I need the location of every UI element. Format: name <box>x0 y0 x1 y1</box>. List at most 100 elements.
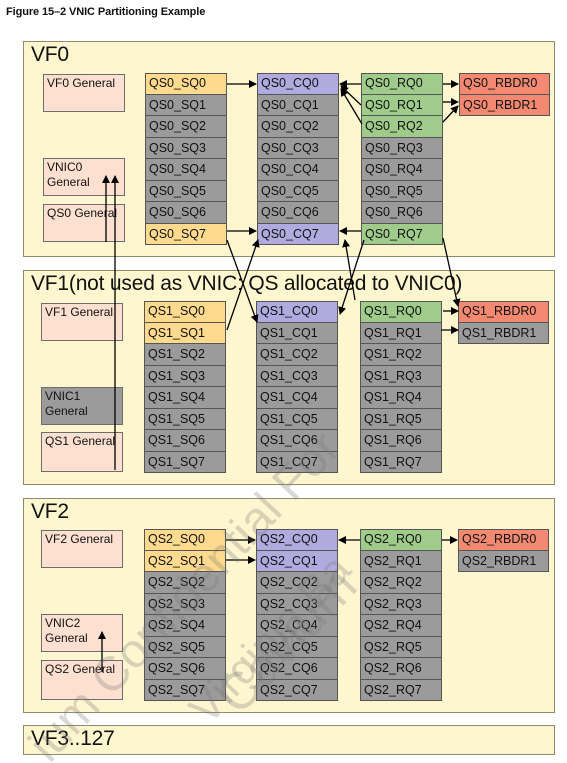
qs1-rq1: QS1_RQ1 <box>360 322 442 344</box>
vf1-sq-column: QS1_SQ0 QS1_SQ1 QS1_SQ2 QS1_SQ3 QS1_SQ4 … <box>144 301 226 473</box>
qs1-rq4: QS1_RQ4 <box>360 387 442 409</box>
vf2-sq-column: QS2_SQ0 QS2_SQ1 QS2_SQ2 QS2_SQ3 QS2_SQ4 … <box>144 529 226 701</box>
qs2-cq5: QS2_CQ5 <box>256 636 338 658</box>
qs0-rq1: QS0_RQ1 <box>361 94 443 116</box>
vf1-general-box: VF1 General <box>41 303 123 341</box>
qs1-cq4: QS1_CQ4 <box>256 387 338 409</box>
vf0-sq-column: QS0_SQ0 QS0_SQ1 QS0_SQ2 QS0_SQ3 QS0_SQ4 … <box>145 73 227 245</box>
vf0-title: VF0 <box>31 43 69 66</box>
qs0-rq5: QS0_RQ5 <box>361 180 443 202</box>
qs1-cq6: QS1_CQ6 <box>256 430 338 452</box>
qs0-cq1: QS0_CQ1 <box>257 94 339 116</box>
vf2-rbdr-column: QS2_RBDR0 QS2_RBDR1 <box>458 529 549 572</box>
vf0-rbdr-column: QS0_RBDR0 QS0_RBDR1 <box>459 73 550 116</box>
qs0-cq4: QS0_CQ4 <box>257 159 339 181</box>
qs0-sq4: QS0_SQ4 <box>145 159 227 181</box>
qs0-rq0: QS0_RQ0 <box>361 73 443 95</box>
vnic0-general-box: VNIC0 General <box>43 158 125 196</box>
qs0-sq0: QS0_SQ0 <box>145 73 227 95</box>
qs2-rq5: QS2_RQ5 <box>360 636 442 658</box>
vf2-cq-column: QS2_CQ0 QS2_CQ1 QS2_CQ2 QS2_CQ3 QS2_CQ4 … <box>256 529 338 701</box>
qs0-rq3: QS0_RQ3 <box>361 137 443 159</box>
qs1-cq3: QS1_CQ3 <box>256 365 338 387</box>
qs0-cq3: QS0_CQ3 <box>257 137 339 159</box>
qs0-rbdr0: QS0_RBDR0 <box>459 73 550 95</box>
vf2-title: VF2 <box>31 500 69 523</box>
qs1-sq4: QS1_SQ4 <box>144 387 226 409</box>
qs2-cq4: QS2_CQ4 <box>256 615 338 637</box>
qs0-sq7: QS0_SQ7 <box>145 223 227 245</box>
qs2-rbdr0: QS2_RBDR0 <box>458 529 549 551</box>
qs0-rq7: QS0_RQ7 <box>361 223 443 245</box>
qs2-cq3: QS2_CQ3 <box>256 593 338 615</box>
qs0-sq1: QS0_SQ1 <box>145 94 227 116</box>
qs1-sq5: QS1_SQ5 <box>144 408 226 430</box>
qs1-rq3: QS1_RQ3 <box>360 365 442 387</box>
qs2-rbdr1: QS2_RBDR1 <box>458 550 549 572</box>
qs0-sq5: QS0_SQ5 <box>145 180 227 202</box>
qs2-sq1: QS2_SQ1 <box>144 550 226 572</box>
qs2-sq4: QS2_SQ4 <box>144 615 226 637</box>
qs2-rq6: QS2_RQ6 <box>360 658 442 680</box>
vf3-title: VF3..127 <box>31 727 115 750</box>
qs2-sq2: QS2_SQ2 <box>144 572 226 594</box>
vf1-rbdr-column: QS1_RBDR0 QS1_RBDR1 <box>458 301 549 344</box>
qs2-rq2: QS2_RQ2 <box>360 572 442 594</box>
qs0-rq2: QS0_RQ2 <box>361 116 443 138</box>
qs2-rq7: QS2_RQ7 <box>360 679 442 701</box>
qs0-rq4: QS0_RQ4 <box>361 159 443 181</box>
qs0-cq2: QS0_CQ2 <box>257 116 339 138</box>
vf2-general-box: VF2 General <box>41 530 123 568</box>
qs2-rq1: QS2_RQ1 <box>360 550 442 572</box>
qs1-cq0: QS1_CQ0 <box>256 301 338 323</box>
qs0-general-box: QS0 General <box>43 204 125 242</box>
qs2-rq0: QS2_RQ0 <box>360 529 442 551</box>
vf0-cq-column: QS0_CQ0 QS0_CQ1 QS0_CQ2 QS0_CQ3 QS0_CQ4 … <box>257 73 339 245</box>
qs0-cq6: QS0_CQ6 <box>257 202 339 224</box>
qs1-sq0: QS1_SQ0 <box>144 301 226 323</box>
qs2-cq0: QS2_CQ0 <box>256 529 338 551</box>
qs0-rbdr1: QS0_RBDR1 <box>459 94 550 116</box>
vf2-rq-column: QS2_RQ0 QS2_RQ1 QS2_RQ2 QS2_RQ3 QS2_RQ4 … <box>360 529 442 701</box>
vnic2-general-box: VNIC2 General <box>41 614 123 652</box>
qs2-sq5: QS2_SQ5 <box>144 636 226 658</box>
qs2-cq7: QS2_CQ7 <box>256 679 338 701</box>
qs0-cq5: QS0_CQ5 <box>257 180 339 202</box>
qs1-cq2: QS1_CQ2 <box>256 344 338 366</box>
qs1-cq5: QS1_CQ5 <box>256 408 338 430</box>
qs2-sq6: QS2_SQ6 <box>144 658 226 680</box>
qs2-sq3: QS2_SQ3 <box>144 593 226 615</box>
qs0-sq3: QS0_SQ3 <box>145 137 227 159</box>
qs1-rq5: QS1_RQ5 <box>360 408 442 430</box>
qs1-cq7: QS1_CQ7 <box>256 451 338 473</box>
qs1-rq2: QS1_RQ2 <box>360 344 442 366</box>
qs1-rbdr0: QS1_RBDR0 <box>458 301 549 323</box>
qs1-rq0: QS1_RQ0 <box>360 301 442 323</box>
qs0-rq6: QS0_RQ6 <box>361 202 443 224</box>
qs2-sq7: QS2_SQ7 <box>144 679 226 701</box>
qs2-cq1: QS2_CQ1 <box>256 550 338 572</box>
qs0-cq7: QS0_CQ7 <box>257 223 339 245</box>
qs2-cq2: QS2_CQ2 <box>256 572 338 594</box>
qs1-sq7: QS1_SQ7 <box>144 451 226 473</box>
vf3-panel: VF3..127 <box>23 725 555 755</box>
vf1-cq-column: QS1_CQ0 QS1_CQ1 QS1_CQ2 QS1_CQ3 QS1_CQ4 … <box>256 301 338 473</box>
figure-caption: Figure 15–2 VNIC Partitioning Example <box>6 6 206 18</box>
qs2-cq6: QS2_CQ6 <box>256 658 338 680</box>
qs1-rq7: QS1_RQ7 <box>360 451 442 473</box>
qs1-sq1: QS1_SQ1 <box>144 322 226 344</box>
qs1-sq6: QS1_SQ6 <box>144 430 226 452</box>
qs1-rq6: QS1_RQ6 <box>360 430 442 452</box>
vf1-rq-column: QS1_RQ0 QS1_RQ1 QS1_RQ2 QS1_RQ3 QS1_RQ4 … <box>360 301 442 473</box>
qs0-cq0: QS0_CQ0 <box>257 73 339 95</box>
qs1-rbdr1: QS1_RBDR1 <box>458 322 549 344</box>
vf1-title: VF1(not used as VNIC; QS allocated to VN… <box>31 272 463 295</box>
vf0-rq-column: QS0_RQ0 QS0_RQ1 QS0_RQ2 QS0_RQ3 QS0_RQ4 … <box>361 73 443 245</box>
qs2-general-box: QS2 General <box>41 660 123 700</box>
qs2-sq0: QS2_SQ0 <box>144 529 226 551</box>
vnic1-general-box: VNIC1 General <box>41 387 123 425</box>
qs1-sq2: QS1_SQ2 <box>144 344 226 366</box>
qs1-general-box: QS1 General <box>41 432 123 472</box>
qs0-sq6: QS0_SQ6 <box>145 202 227 224</box>
qs2-rq3: QS2_RQ3 <box>360 593 442 615</box>
